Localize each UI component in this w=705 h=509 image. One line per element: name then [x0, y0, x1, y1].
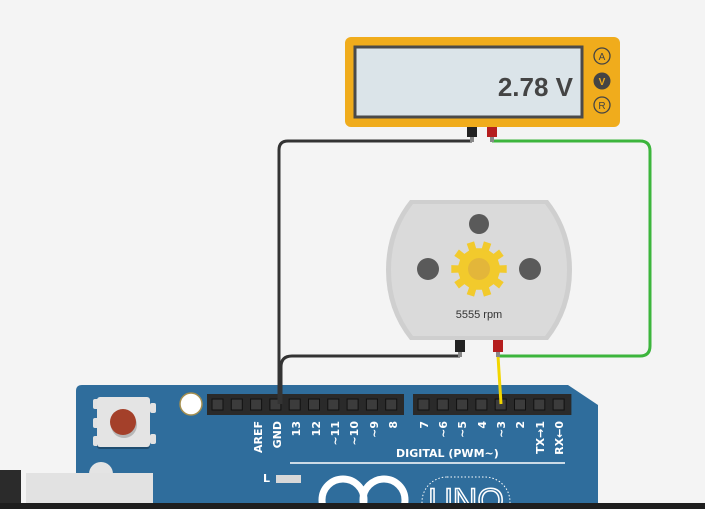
pin-label: ~5 [456, 421, 469, 438]
digital-right-pin[interactable] [417, 398, 430, 411]
multimeter[interactable]: 2.78 V A V R [345, 37, 620, 142]
wire-pin3-signal[interactable] [496, 355, 503, 405]
pin-label: 12 [310, 421, 323, 436]
red-probe-terminal[interactable] [487, 127, 497, 142]
wire-motor-ground[interactable] [279, 354, 460, 404]
pin-label: 7 [418, 421, 431, 429]
digital-left-pin[interactable] [269, 398, 282, 411]
uno-badge [421, 476, 511, 509]
pin-label: TX→1 [534, 421, 547, 454]
motor-terminal-negative[interactable] [455, 340, 465, 357]
mode-volt-button[interactable]: V [593, 72, 611, 90]
digital-right-pin[interactable] [456, 398, 469, 411]
digital-left-pin[interactable] [365, 398, 378, 411]
digital-left-pin[interactable] [230, 398, 243, 411]
motor-speed: 5555 rpm [456, 309, 502, 321]
digital-left-pin[interactable] [250, 398, 263, 411]
digital-pwm-label: DIGITAL (PWM~) [396, 447, 499, 460]
reset-button[interactable] [93, 397, 156, 449]
pin-label: 8 [387, 421, 400, 429]
pin-label: 13 [290, 421, 303, 436]
left-pin-header[interactable] [207, 394, 404, 415]
pin-label: ~6 [437, 421, 450, 438]
arduino-logo [318, 475, 409, 509]
pin-label: 2 [514, 421, 527, 429]
svg-text:R: R [598, 101, 605, 112]
pin-label: 4 [476, 421, 489, 429]
digital-left-pin[interactable] [385, 398, 398, 411]
led-l [276, 475, 301, 483]
mode-resistance-button[interactable]: R [593, 96, 611, 114]
digital-left-pin[interactable] [211, 398, 224, 411]
power-jack [0, 470, 21, 509]
digital-right-pin[interactable] [475, 398, 488, 411]
pin-label: GND [271, 421, 284, 448]
digital-left-pin[interactable] [327, 398, 340, 411]
pin-label: ~10 [348, 421, 361, 446]
digital-left-pin[interactable] [346, 398, 359, 411]
taskbar [0, 503, 705, 509]
digital-right-pin[interactable] [552, 398, 565, 411]
digital-right-pin[interactable] [436, 398, 449, 411]
mounting-hole [179, 392, 203, 416]
mode-ampere-button[interactable]: A [593, 47, 611, 65]
digital-right-pin[interactable] [514, 398, 526, 411]
svg-text:A: A [599, 52, 606, 63]
wire-multimeter-ground[interactable] [277, 139, 472, 404]
multimeter-reading: 2.78 V [498, 72, 574, 102]
digital-right-pin[interactable] [533, 398, 546, 411]
right-pin-header[interactable] [413, 394, 572, 415]
pin-label: AREF [252, 421, 265, 453]
pin-label: ~3 [495, 421, 508, 438]
svg-text:V: V [599, 77, 606, 88]
dc-motor[interactable]: 5555 rpm [386, 200, 572, 357]
arduino-uno-board[interactable]: AREF GND 13 12 ~11 ~10 ~9 8 7 ~6 ~5 4 ~3 2 TX→1 RX←0 D… [0, 385, 598, 509]
pin-label: ~11 [329, 421, 342, 446]
digital-left-pin[interactable] [288, 398, 301, 411]
pin-label: ~9 [368, 421, 381, 438]
led-label: L [263, 472, 270, 485]
motor-terminal-positive[interactable] [493, 340, 503, 357]
wire-positive[interactable] [492, 139, 652, 358]
black-probe-terminal[interactable] [467, 127, 477, 142]
digital-left-pin[interactable] [308, 398, 320, 411]
pin-label: RX←0 [553, 421, 566, 455]
